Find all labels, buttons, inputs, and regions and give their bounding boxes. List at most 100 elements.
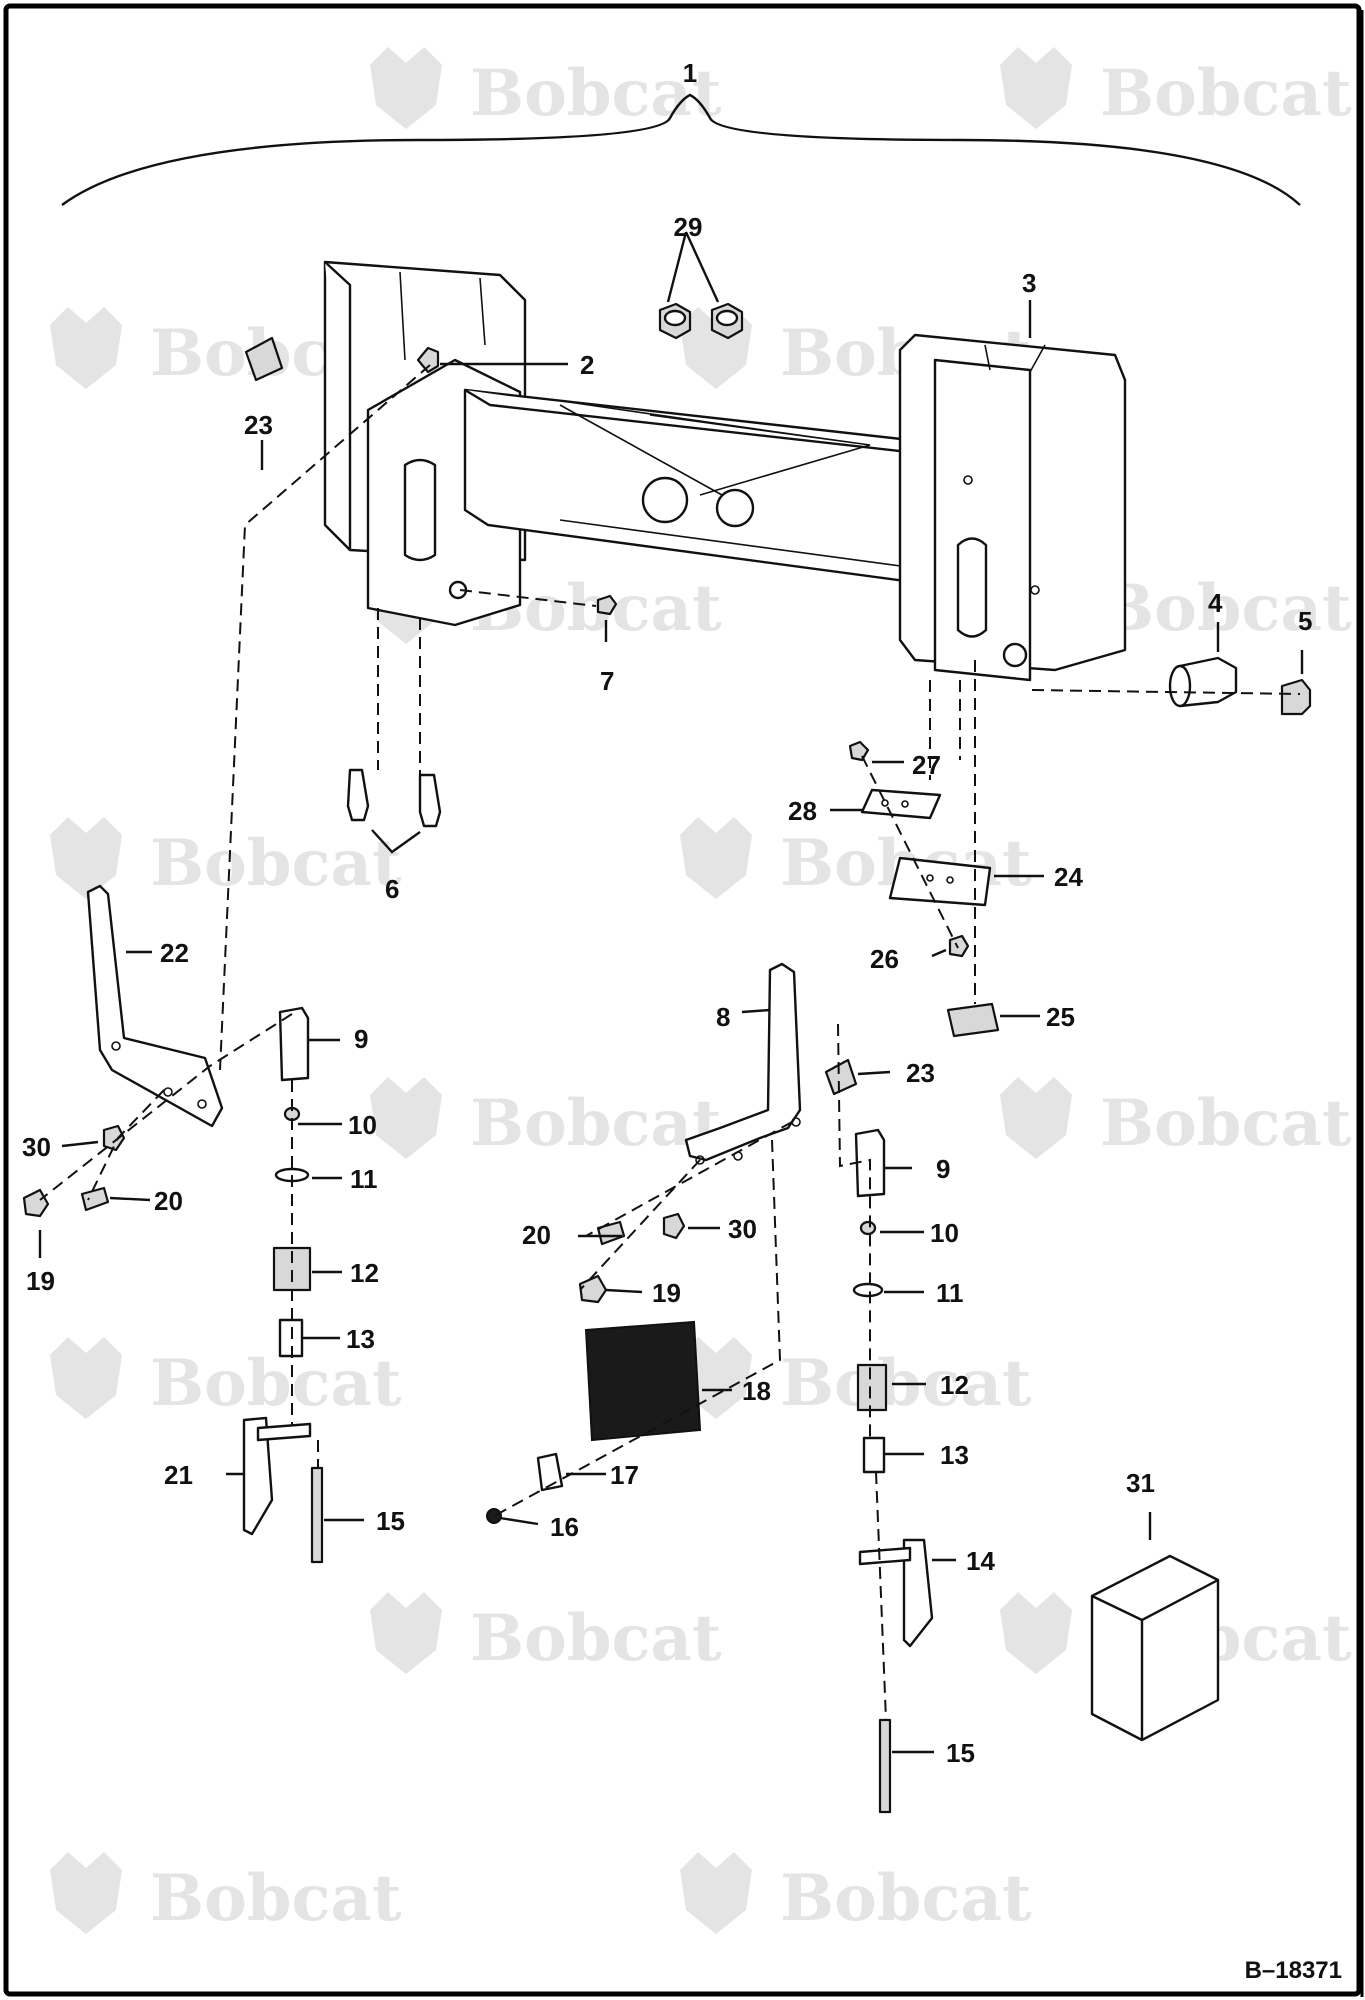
cover-plate-18 (584, 1320, 702, 1442)
callout-19a: 19 (26, 1266, 55, 1296)
bobcat-watermark-logo: Bobcat (50, 1337, 402, 1421)
left-bolt-20 (80, 1186, 110, 1212)
svg-text:Bobcat: Bobcat (150, 1861, 402, 1936)
svg-text:Bobcat: Bobcat (150, 826, 402, 901)
callout-9b: 9 (936, 1154, 950, 1184)
callout-15a: 15 (376, 1506, 405, 1536)
callout-4: 4 (1208, 588, 1223, 618)
callout-7: 7 (600, 666, 614, 696)
svg-text:Bobcat: Bobcat (470, 1601, 722, 1676)
svg-text:Bobcat: Bobcat (1100, 571, 1352, 646)
callout-25: 25 (1046, 1002, 1075, 1032)
callout-24: 24 (1054, 862, 1083, 892)
callout-20a: 20 (154, 1186, 183, 1216)
right-spring-12 (856, 1363, 888, 1412)
callout-21: 21 (164, 1460, 193, 1490)
attachment-frame (323, 260, 1127, 682)
right-latch-14 (902, 1538, 934, 1648)
reference-number: B–18371 (1245, 1957, 1342, 1984)
callout-17: 17 (610, 1460, 639, 1490)
callout-11b: 11 (936, 1278, 964, 1308)
bobcat-watermark-logo: Bobcat (680, 1337, 1032, 1421)
lower-brackets (346, 768, 442, 828)
callout-31: 31 (1126, 1468, 1155, 1498)
bobcat-watermark-logo: Bobcat (370, 1592, 722, 1676)
callout-15b: 15 (946, 1738, 975, 1768)
svg-text:Bobcat: Bobcat (1100, 56, 1352, 131)
callout-13b: 13 (940, 1440, 969, 1470)
leader-lines (38, 231, 1304, 1754)
callout-5: 5 (1298, 606, 1312, 636)
callout-labels: 1 2 3 4 5 6 7 8 9 9 10 10 11 11 12 12 13… (22, 58, 1312, 1768)
svg-text:Bobcat: Bobcat (1100, 1086, 1352, 1161)
callout-8: 8 (716, 1002, 730, 1032)
assembly-brace (61, 93, 1301, 206)
nut-pair (658, 302, 744, 340)
assembly-lines (39, 364, 1301, 1721)
right-nut-30 (662, 1212, 686, 1240)
bolt-26 (948, 934, 970, 958)
frame-pin (416, 346, 440, 374)
plate-28 (860, 788, 942, 820)
callout-12b: 12 (940, 1370, 969, 1400)
left-handle-22 (86, 884, 224, 1128)
callout-6: 6 (385, 874, 399, 904)
callout-26: 26 (870, 944, 899, 974)
diagram-frame (3, 3, 1362, 1997)
callout-30a: 30 (22, 1132, 51, 1162)
bushing (1168, 656, 1238, 708)
right-sleeve-13 (862, 1436, 886, 1474)
callout-9a: 9 (354, 1024, 368, 1054)
pin-16 (486, 1508, 502, 1524)
pad-25 (946, 1002, 1000, 1038)
callout-10a: 10 (348, 1110, 377, 1140)
right-nut-10 (859, 1220, 877, 1236)
left-spring-12 (272, 1246, 312, 1292)
callout-12a: 12 (350, 1258, 379, 1288)
callout-23b: 23 (906, 1058, 935, 1088)
bobcat-watermark-logo: Bobcat (1000, 1077, 1352, 1161)
callout-27: 27 (912, 750, 941, 780)
callout-3: 3 (1022, 268, 1036, 298)
callout-28: 28 (788, 796, 817, 826)
callout-29: 29 (674, 212, 703, 242)
callout-10b: 10 (930, 1218, 959, 1248)
callout-16: 16 (550, 1512, 579, 1542)
left-nut-30 (102, 1124, 126, 1152)
bobcat-watermark-logo: Bobcat (680, 1852, 1032, 1936)
kit-box-31 (1090, 1554, 1220, 1742)
bobcat-watermark-logo: Bobcat (50, 817, 402, 901)
right-bolt-15 (878, 1718, 892, 1814)
callout-18: 18 (742, 1376, 771, 1406)
callout-14: 14 (966, 1546, 995, 1576)
left-bolt-15 (310, 1466, 324, 1564)
bobcat-watermark-logo: Bobcat (1000, 47, 1352, 131)
right-spring-23 (824, 1058, 858, 1096)
clip-17 (536, 1452, 564, 1492)
plate-24 (888, 856, 992, 907)
callout-20b: 20 (522, 1220, 551, 1250)
callout-11a: 11 (350, 1164, 378, 1194)
callout-2: 2 (580, 350, 594, 380)
grease-fitting (596, 594, 618, 616)
callout-22: 22 (160, 938, 189, 968)
svg-text:Bobcat: Bobcat (470, 1086, 722, 1161)
callout-30b: 30 (728, 1214, 757, 1244)
callout-1: 1 (683, 58, 697, 88)
right-bolt-19 (578, 1274, 608, 1304)
svg-text:Bobcat: Bobcat (150, 1346, 402, 1421)
callout-13a: 13 (346, 1324, 375, 1354)
right-bolt-20 (596, 1220, 626, 1246)
left-spring-23 (244, 336, 284, 382)
right-handle-8 (684, 962, 802, 1165)
right-washer-11 (852, 1282, 884, 1298)
bobcat-watermark-logo: Bobcat (370, 47, 722, 131)
left-latch-tab (256, 1422, 312, 1442)
right-latch-tab (858, 1546, 912, 1566)
left-block-9 (278, 1006, 310, 1082)
svg-text:Bobcat: Bobcat (780, 1861, 1032, 1936)
svg-text:Bobcat: Bobcat (470, 56, 722, 131)
callout-19b: 19 (652, 1278, 681, 1308)
